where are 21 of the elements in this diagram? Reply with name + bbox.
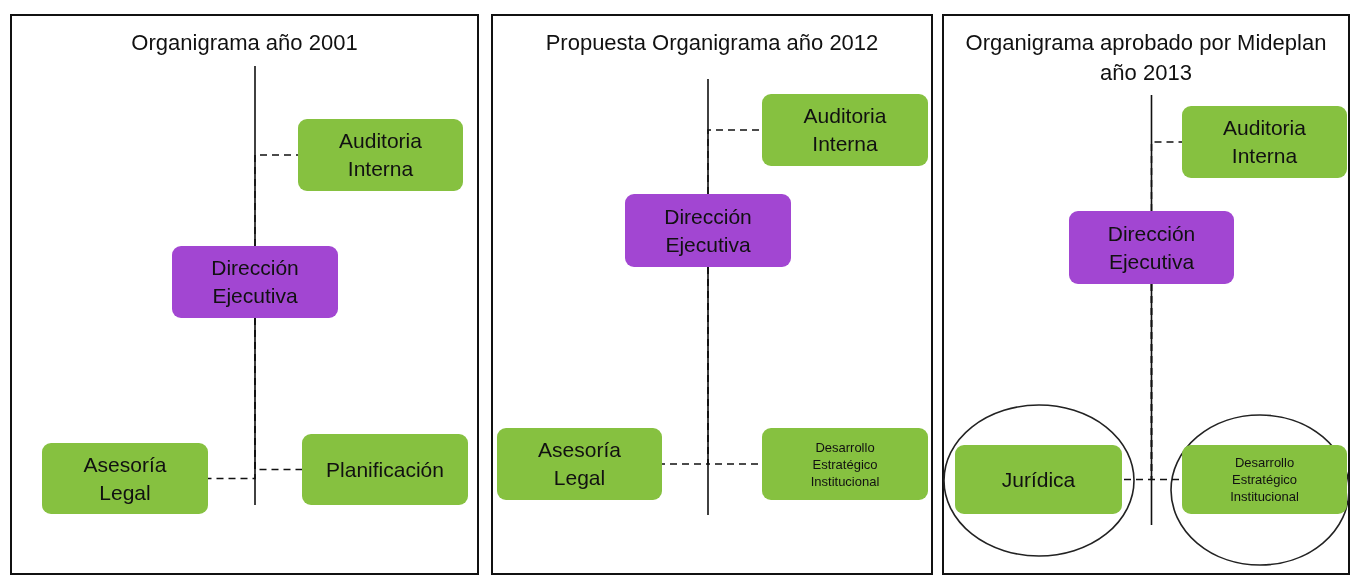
executive-box: Dirección Ejecutiva <box>1069 211 1234 284</box>
panel-title: Organigrama aprobado por Mideplan año 2013 <box>964 29 1328 87</box>
panel-frame <box>491 14 933 575</box>
panel-title: Propuesta Organigrama año 2012 <box>544 29 880 57</box>
panel-title: Organigrama año 2001 <box>130 29 359 57</box>
unit-box: Desarrollo Estratégico Institucional <box>1182 445 1347 514</box>
unit-box: Desarrollo Estratégico Institucional <box>762 428 928 500</box>
dashed-connector <box>254 317 303 471</box>
dashed-connector <box>254 154 299 247</box>
panel-frame <box>942 14 1350 575</box>
unit-box: Auditoria Interna <box>1182 106 1347 178</box>
unit-box: Planificación <box>302 434 468 505</box>
unit-box: Auditoria Interna <box>298 119 463 191</box>
executive-box: Dirección Ejecutiva <box>172 246 338 318</box>
unit-box: Asesoría Legal <box>497 428 662 500</box>
executive-box: Dirección Ejecutiva <box>625 194 791 267</box>
dashed-connector <box>1150 141 1183 212</box>
unit-box: Asesoría Legal <box>42 443 208 514</box>
unit-box: Jurídica <box>955 445 1122 514</box>
unit-box: Auditoria Interna <box>762 94 928 166</box>
panel-frame <box>10 14 479 575</box>
